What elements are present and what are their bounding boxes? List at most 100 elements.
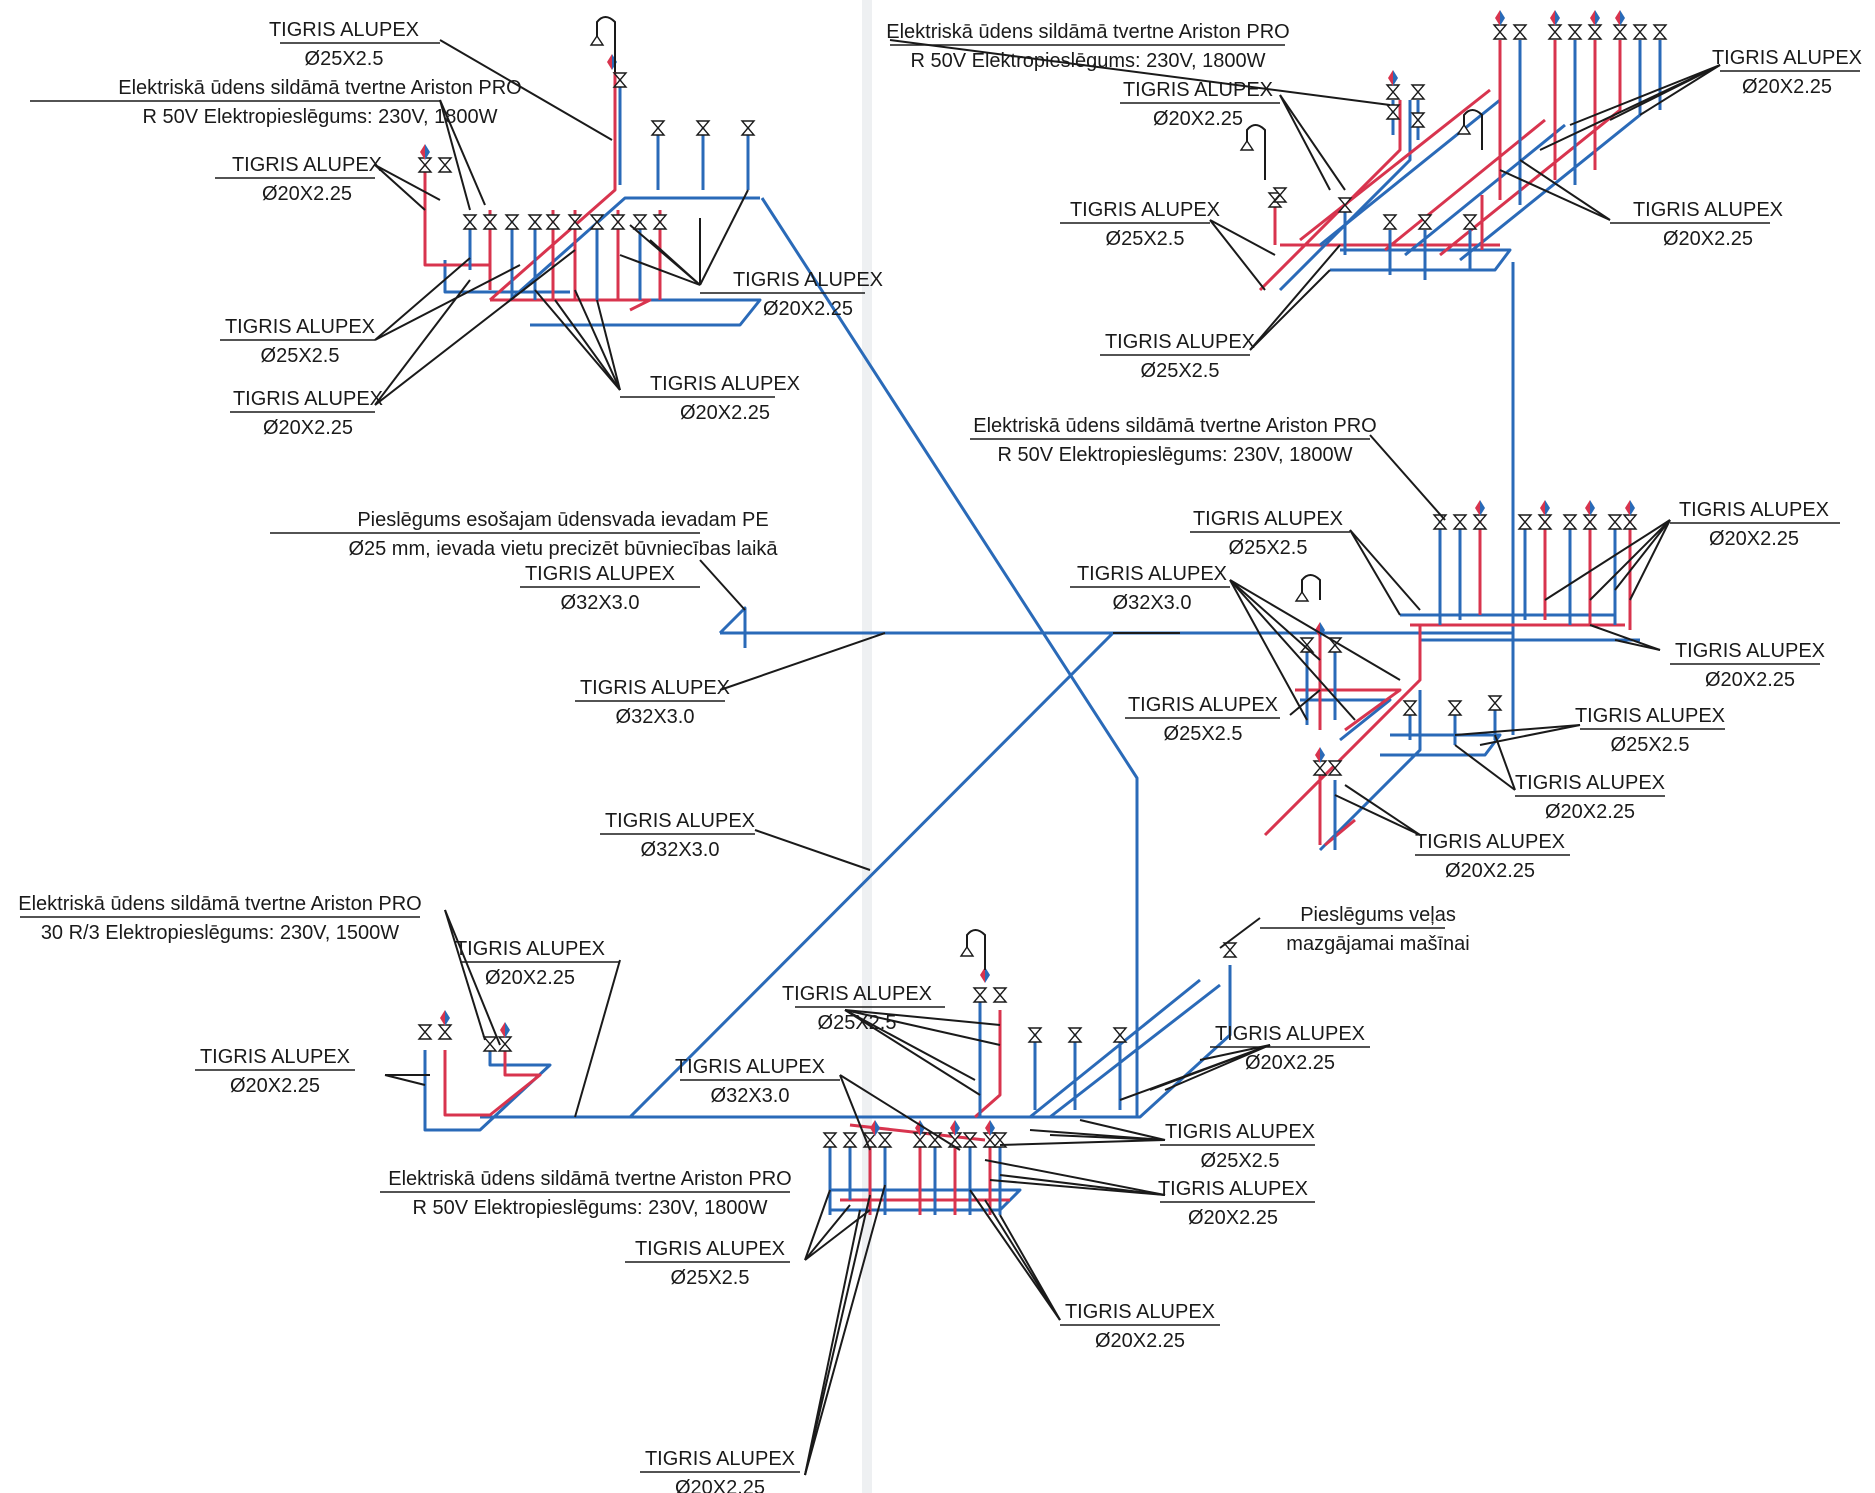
- valve-icon: [982, 1132, 998, 1148]
- label-spec: Ø20X2.25: [1742, 76, 1832, 98]
- label-title: TIGRIS ALUPEX: [733, 269, 883, 291]
- pipe-label: Elektriskā ūdens sildāmā tvertne Ariston…: [970, 415, 1377, 466]
- label-title: Elektriskā ūdens sildāmā tvertne Ariston…: [388, 1168, 792, 1190]
- mixer-tap-icon: [1615, 10, 1625, 26]
- label-spec: Ø25X2.5: [1164, 723, 1243, 745]
- label-spec: Ø20X2.25: [263, 417, 353, 439]
- valve-icon: [527, 214, 543, 230]
- label-spec: R 50V Elektropieslēgums: 230V, 1800W: [997, 444, 1352, 466]
- label-title: TIGRIS ALUPEX: [650, 373, 800, 395]
- label-title: TIGRIS ALUPEX: [225, 316, 375, 338]
- label-title: Pieslēgums veļas: [1300, 904, 1456, 926]
- pipe-label: Elektriskā ūdens sildāmā tvertne Ariston…: [30, 77, 522, 128]
- valve-icon: [822, 1132, 838, 1148]
- pipe-label: Elektriskā ūdens sildāmā tvertne Ariston…: [886, 21, 1290, 72]
- pipe-label: Elektriskā ūdens sildāmā tvertne Ariston…: [18, 893, 422, 944]
- valve-icon: [1027, 1027, 1043, 1043]
- label-spec: Ø20X2.25: [1445, 860, 1535, 882]
- valve-icon: [1432, 514, 1448, 530]
- valve-icon: [417, 1024, 433, 1040]
- label-title: TIGRIS ALUPEX: [1515, 772, 1665, 794]
- label-spec: Ø20X2.25: [763, 298, 853, 320]
- label-title: Pieslēgums esošajam ūdensvada ievadam PE: [357, 509, 768, 531]
- label-spec: Ø32X3.0: [711, 1085, 790, 1107]
- valve-icon: [482, 1036, 498, 1052]
- pipe-label: TIGRIS ALUPEX Ø25X2.5: [625, 1238, 790, 1289]
- shower-head-icon: [1456, 109, 1483, 150]
- label-spec: Ø20X2.25: [262, 183, 352, 205]
- valve-icon: [1587, 24, 1603, 40]
- label-title: TIGRIS ALUPEX: [1158, 1178, 1308, 1200]
- label-spec: Ø20X2.25: [485, 967, 575, 989]
- top-right-group: [1258, 40, 1662, 292]
- valve-icon: [497, 1036, 513, 1052]
- valve-icon: [947, 1132, 963, 1148]
- label-spec: Ø20X2.25: [1663, 228, 1753, 250]
- label-spec: R 50V Elektropieslēgums: 230V, 1800W: [142, 106, 497, 128]
- valve-icon: [1517, 514, 1533, 530]
- valve-icon: [962, 1132, 978, 1148]
- valve-icon: [1067, 1027, 1083, 1043]
- valve-icon: [462, 214, 478, 230]
- mixer-tap-icon: [985, 1120, 995, 1136]
- label-title: TIGRIS ALUPEX: [645, 1448, 795, 1470]
- label-title: TIGRIS ALUPEX: [1633, 199, 1783, 221]
- valve-icon: [740, 120, 756, 136]
- label-spec: Ø25X2.5: [1141, 360, 1220, 382]
- mixer-tap-icon: [1315, 747, 1325, 763]
- mixer-tap-icon: [870, 1120, 880, 1136]
- label-title: TIGRIS ALUPEX: [635, 1238, 785, 1260]
- label-title: TIGRIS ALUPEX: [1679, 499, 1829, 521]
- valve-icon: [1410, 84, 1426, 100]
- label-title: TIGRIS ALUPEX: [269, 19, 419, 41]
- valve-layer: [417, 10, 1668, 1148]
- valve-icon: [504, 214, 520, 230]
- mixer-tap-icon: [1585, 500, 1595, 516]
- label-title: Elektriskā ūdens sildāmā tvertne Ariston…: [886, 21, 1290, 43]
- valve-icon: [567, 214, 583, 230]
- shower-head-icon: [1294, 574, 1321, 602]
- inlet-elbow: [718, 606, 747, 648]
- pipe-label: TIGRIS ALUPEX Ø20X2.25: [1610, 199, 1783, 250]
- label-spec: Ø25X2.5: [671, 1267, 750, 1289]
- shower-head-icon: [589, 16, 616, 72]
- label-spec: Ø20X2.25: [1545, 801, 1635, 823]
- mixer-tap-icon: [1495, 10, 1505, 26]
- label-spec: Ø32X3.0: [616, 706, 695, 728]
- feed-riser-left: [628, 631, 1115, 1119]
- label-title: Elektriskā ūdens sildāmā tvertne Ariston…: [18, 893, 422, 915]
- label-spec: R 50V Elektropieslēgums: 230V, 1800W: [910, 50, 1265, 72]
- valve-icon: [992, 1132, 1008, 1148]
- valve-icon: [610, 214, 626, 230]
- valve-icon: [1622, 514, 1638, 530]
- valve-icon: [1327, 637, 1343, 653]
- label-spec: Ø20X2.25: [1709, 528, 1799, 550]
- valve-icon: [1537, 514, 1553, 530]
- mixer-tap-icon: [1550, 10, 1560, 26]
- pipe-label: TIGRIS ALUPEX Ø20X2.25: [700, 269, 883, 320]
- valve-icon: [1337, 197, 1353, 213]
- label-spec: Ø32X3.0: [641, 839, 720, 861]
- label-title: TIGRIS ALUPEX: [1193, 508, 1343, 530]
- label-title: TIGRIS ALUPEX: [1215, 1023, 1365, 1045]
- valve-icon: [1417, 214, 1433, 230]
